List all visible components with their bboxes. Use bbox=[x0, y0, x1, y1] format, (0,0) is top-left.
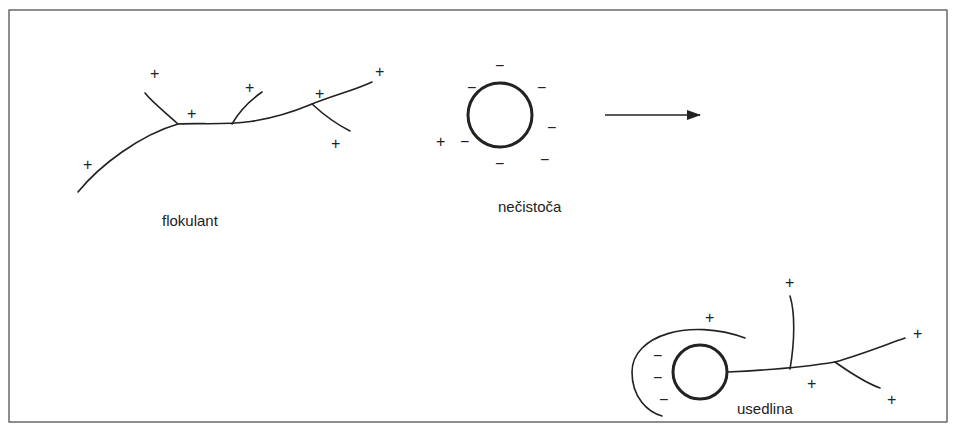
plus-sign: + bbox=[913, 326, 922, 342]
sediment-polymer bbox=[632, 296, 905, 416]
minus-sign: − bbox=[653, 348, 662, 364]
plus-sign: + bbox=[785, 275, 794, 291]
sediment-particle bbox=[673, 345, 727, 399]
frame bbox=[9, 10, 947, 422]
plus-sign: + bbox=[150, 66, 159, 82]
minus-sign: − bbox=[540, 152, 549, 168]
minus-sign: − bbox=[460, 134, 469, 150]
reaction-arrow bbox=[605, 114, 700, 116]
plus-sign: + bbox=[245, 80, 254, 96]
plus-sign: + bbox=[375, 64, 384, 80]
minus-sign: − bbox=[495, 58, 504, 74]
caption-label: nečistoča bbox=[498, 199, 561, 214]
minus-sign: − bbox=[659, 392, 668, 408]
flocculant-polymer bbox=[78, 82, 372, 192]
caption-label: flokulant bbox=[162, 213, 218, 228]
plus-sign: + bbox=[436, 134, 445, 150]
plus-sign: + bbox=[807, 376, 816, 392]
minus-sign: − bbox=[547, 120, 556, 136]
minus-sign: − bbox=[467, 80, 476, 96]
impurity-particle bbox=[468, 83, 532, 147]
plus-sign: + bbox=[187, 106, 196, 122]
plus-sign: + bbox=[83, 157, 92, 173]
minus-sign: − bbox=[537, 80, 546, 96]
plus-sign: + bbox=[331, 136, 340, 152]
plus-sign: + bbox=[887, 392, 896, 408]
plus-sign: + bbox=[315, 86, 324, 102]
plus-sign: + bbox=[705, 310, 714, 326]
minus-sign: − bbox=[495, 156, 504, 172]
minus-sign: − bbox=[653, 370, 662, 386]
caption-label: usedlina bbox=[737, 401, 793, 416]
